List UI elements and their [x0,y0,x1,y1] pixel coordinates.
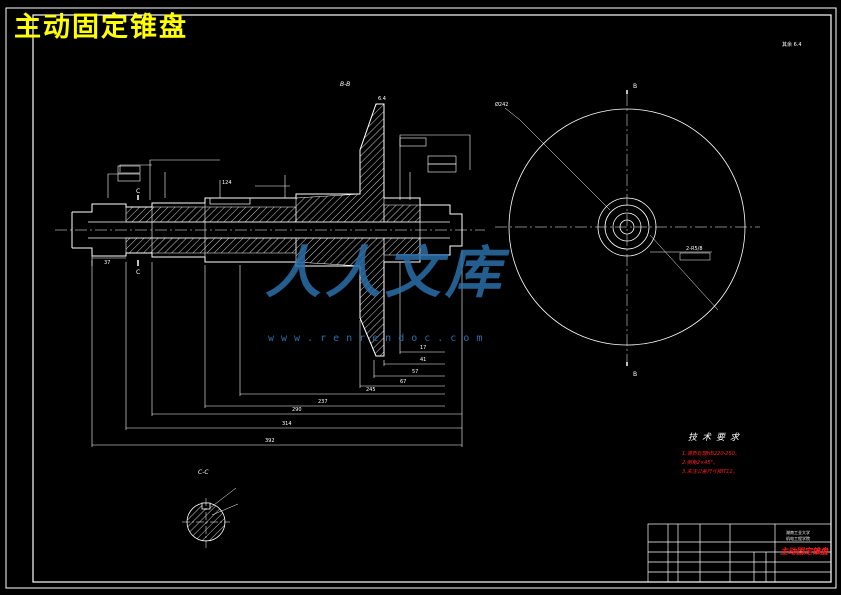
tech-note: 1.调质处理HB220-250。 [682,451,740,457]
roughness-label: 6.4 [378,96,386,102]
cut-label-c-bottom: C [136,269,140,276]
dim-67: 67 [400,379,406,385]
dim-124: 124 [222,180,232,186]
cut-label-b-top: B [633,83,637,90]
dim-41: 41 [420,357,426,363]
title-block-part-name: 主动固定锥盘 [780,547,828,556]
watermark-url: www.renrendoc.com [268,333,490,344]
shaft-section-view [55,103,485,357]
dim-57: 57 [412,369,418,375]
length-dimensions [91,250,463,447]
dim-diameter-242: Ø242 [495,101,508,108]
end-view [495,90,760,366]
sheet-inner-border [32,14,832,583]
corner-roughness-mark: 其余 6.4 [782,41,802,48]
upper-annotations [107,134,471,200]
dim-314: 314 [282,421,292,427]
cut-label-c-top: C [136,188,140,195]
title-block [647,523,832,583]
dim-392: 392 [265,438,275,444]
view-label-bb: B-B [340,81,350,88]
sheet-outer-border [5,7,837,589]
dim-245: 245 [366,387,376,393]
title-block-school-1: 湖南工业大学 [786,529,810,535]
dim-holes: 2-R5/8 [686,246,703,252]
tech-requirements-list: 1.调质处理HB220-250。 2.倒角2×45°。 3.未注公差尺寸按IT1… [682,450,740,477]
tech-note: 3.未注公差尺寸按IT12。 [682,469,738,475]
tech-note: 2.倒角2×45°。 [682,460,719,466]
dim-290: 290 [292,407,302,413]
drawing-title: 主动固定锥盘 [14,12,188,43]
dim-237: 237 [318,399,328,405]
cut-label-b-bottom: B [633,371,637,378]
dim-17: 17 [420,345,426,351]
dim-37: 37 [104,260,110,266]
view-label-cc: C-C [198,469,209,476]
title-block-school-2: 机电工程学院 [786,535,810,541]
section-cc-view [182,487,239,548]
tech-requirements-heading: 技术要求 [688,433,745,443]
